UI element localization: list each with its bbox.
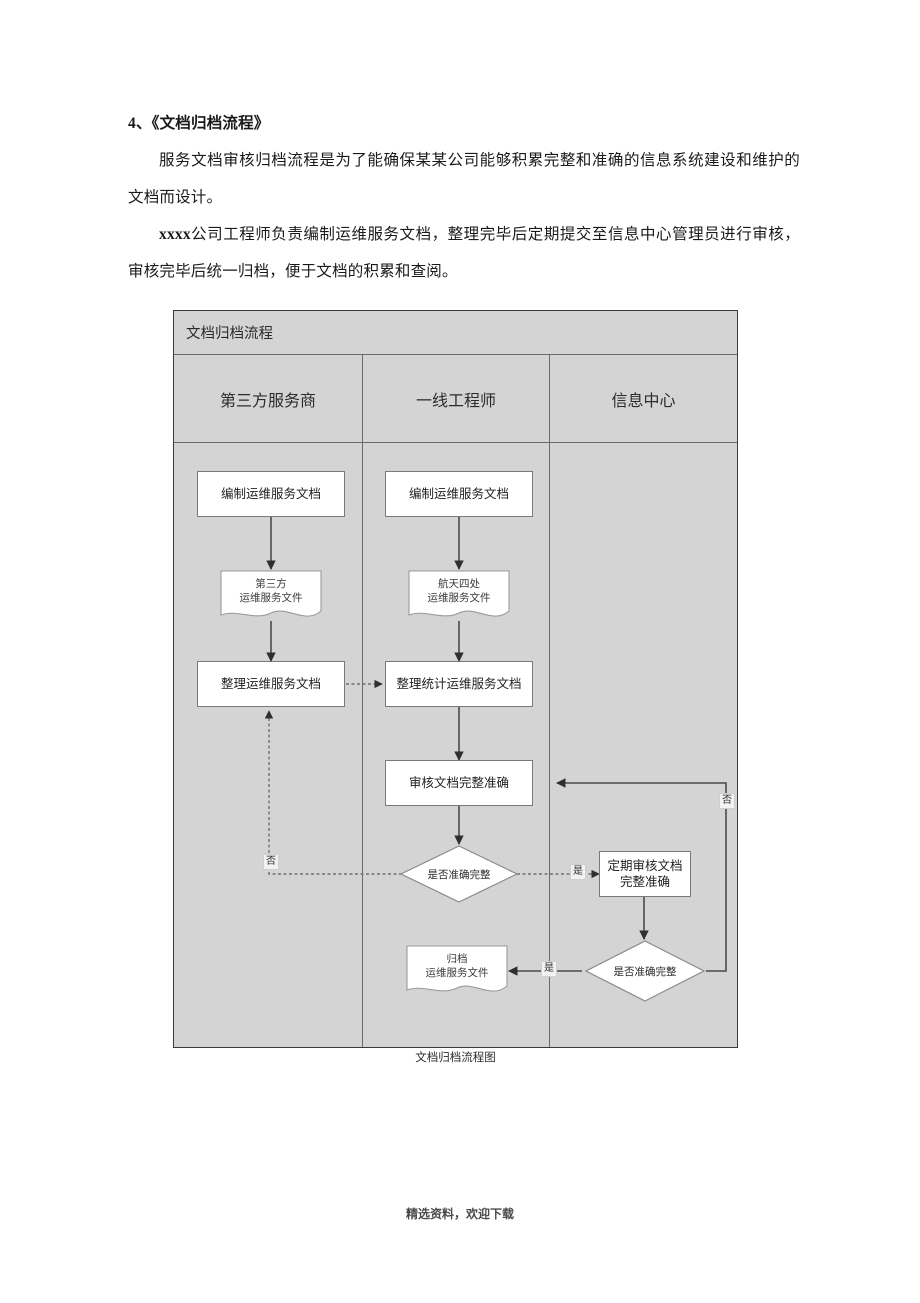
node-engineer-service-file[interactable]: 航天四处 运维服务文件	[407, 569, 511, 623]
paragraph-2-text: 公司工程师负责编制运维服务文档，整理完毕后定期提交至信息中心管理员进行审核，审核…	[128, 226, 800, 280]
paragraph-2-prefix: xxxx	[159, 226, 191, 243]
archive-file-line-1: 归档	[446, 954, 468, 965]
lane-header-frontline-engineer: 一线工程师	[363, 355, 550, 442]
edge-label-no-left: 否	[263, 854, 279, 870]
vendor-file-line-2: 运维服务文件	[239, 593, 303, 604]
decision-second-label: 是否准确完整	[613, 966, 677, 978]
engineer-file-line-2: 运维服务文件	[427, 593, 491, 604]
node-prepare-doc-engineer[interactable]: 编制运维服务文档	[385, 471, 533, 517]
node-organize-vendor-docs[interactable]: 整理运维服务文档	[197, 661, 345, 707]
periodic-review-line-2: 完整准确	[619, 875, 670, 889]
lane-header-information-center: 信息中心	[611, 392, 676, 410]
archive-file-line-2: 运维服务文件	[425, 968, 489, 979]
section-heading: 4、《文档归档流程》	[128, 115, 270, 132]
paragraph-2: xxxx公司工程师负责编制运维服务文档，整理完毕后定期提交至信息中心管理员进行审…	[128, 216, 800, 290]
lane-header-third-party: 第三方服务商	[174, 355, 363, 442]
edge-label-no-right: 否	[719, 793, 735, 809]
node-decision-accurate-complete-second[interactable]: 是否准确完整	[584, 939, 706, 1003]
node-organize-engineer-docs[interactable]: 整理统计运维服务文档	[385, 661, 533, 707]
edge-label-yes-bottom: 是	[541, 961, 557, 977]
engineer-file-line-1: 航天四处	[438, 579, 480, 590]
lane-column-frontline-engineer	[363, 443, 550, 1047]
node-review-document[interactable]: 审核文档完整准确	[385, 760, 533, 806]
lane-header-row: 第三方服务商 一线工程师 信息中心	[174, 355, 737, 443]
paragraph-1: 服务文档审核归档流程是为了能确保某某公司能够积累完整和准确的信息系统建设和维护的…	[128, 152, 800, 206]
vendor-file-line-1: 第三方	[255, 579, 287, 590]
node-decision-accurate-complete-first[interactable]: 是否准确完整	[399, 844, 519, 904]
edge-label-yes-right: 是	[570, 864, 586, 880]
flowchart-title: 文档归档流程	[174, 311, 737, 355]
node-periodic-review[interactable]: 定期审核文档 完整准确	[599, 851, 691, 897]
decision-first-label: 是否准确完整	[427, 869, 491, 881]
flowchart-container: 文档归档流程 第三方服务商 一线工程师 信息中心	[173, 310, 738, 1048]
figure-caption: 文档归档流程图	[415, 1052, 496, 1064]
document-body: 4、《文档归档流程》 服务文档审核归档流程是为了能确保某某公司能够积累完整和准确…	[128, 105, 800, 290]
page-footer: 精选资料，欢迎下载	[405, 1207, 514, 1221]
lane-column-third-party	[174, 443, 363, 1047]
periodic-review-line-1: 定期审核文档	[607, 859, 683, 873]
node-archive-service-file[interactable]: 归档 运维服务文件	[405, 944, 509, 998]
node-prepare-doc-vendor[interactable]: 编制运维服务文档	[197, 471, 345, 517]
node-vendor-service-file[interactable]: 第三方 运维服务文件	[219, 569, 323, 623]
